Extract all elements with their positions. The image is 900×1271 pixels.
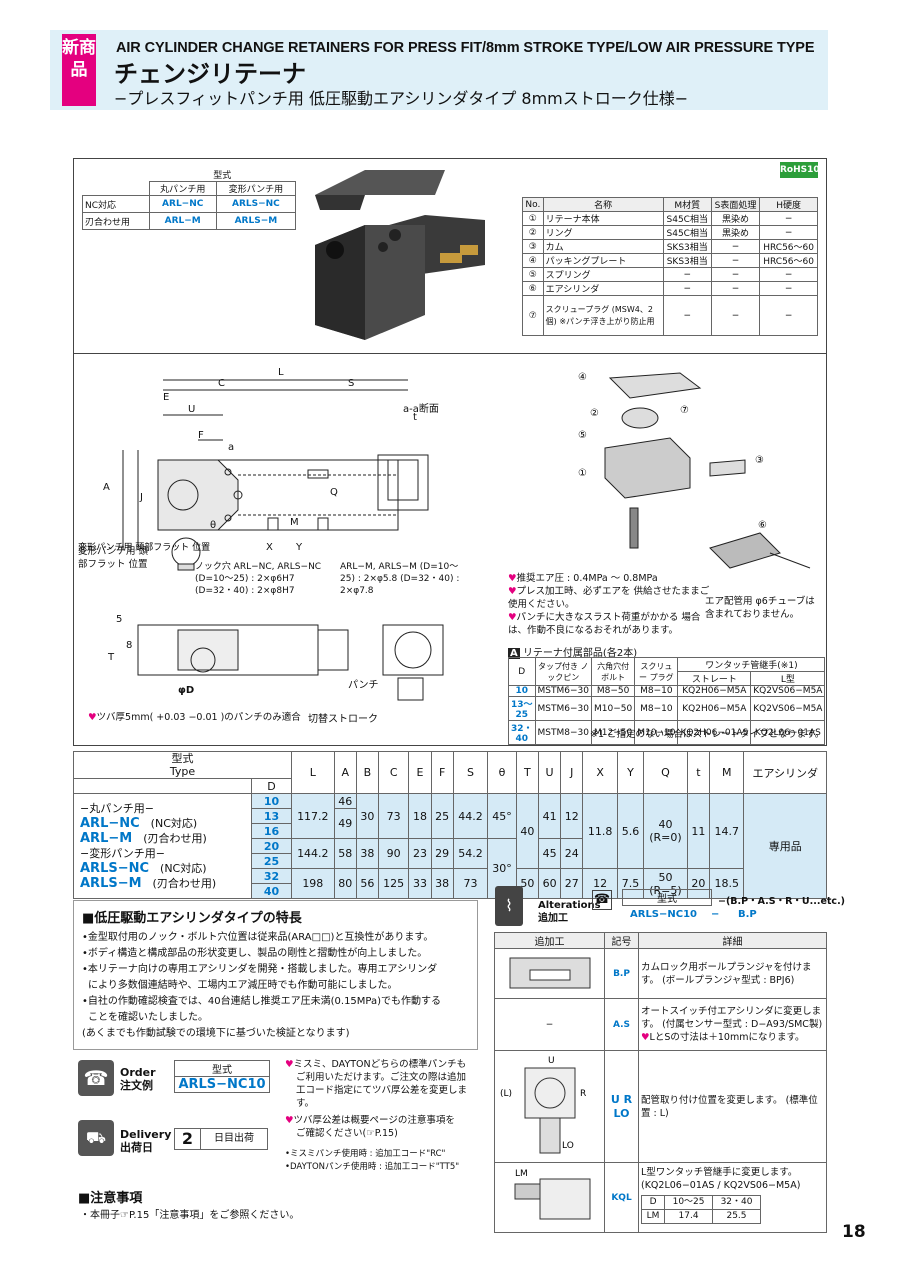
svg-text:U: U (548, 1056, 555, 1066)
svg-text:U: U (188, 404, 195, 415)
alt-example-code: B.P (738, 909, 757, 920)
knock-note-m: ARL−M, ARLS−M (D=10〜25) : 2×φ5.8 (D=32・4… (340, 562, 460, 596)
svg-text:φD: φD (178, 685, 194, 696)
svg-text:LM: LM (515, 1169, 528, 1179)
order-example: 型式 ARLS−NC10 (174, 1060, 270, 1093)
product-photo (315, 170, 485, 340)
svg-text:Y: Y (295, 542, 303, 553)
svg-text:Q: Q (330, 487, 338, 498)
svg-text:8: 8 (126, 640, 132, 651)
svg-text:パンチ: パンチ (348, 679, 379, 691)
svg-text:⑥: ⑥ (758, 520, 767, 531)
tsuba-note: ♥ツバ厚5mm( +0.03 −0.01 )のパンチのみ適合 (88, 712, 301, 723)
svg-text:④: ④ (578, 372, 587, 383)
new-product-badge: 新商品 (62, 34, 96, 106)
kql-drawing: LM (514, 1169, 590, 1220)
svg-text:C: C (218, 378, 225, 389)
svg-text:t: t (413, 412, 417, 423)
svg-text:⑤: ⑤ (578, 430, 587, 441)
svg-text:M: M (290, 517, 299, 528)
drill-icon: ⌇ (495, 886, 523, 926)
title-japanese: チェンジリテーナ (114, 60, 306, 88)
caution-text: ・本冊子☞P.15「注意事項」をご参照ください。 (80, 1210, 300, 1221)
svg-text:LO: LO (562, 1141, 574, 1151)
air-pipe-note: エア配管用 φ6チューブは 含まれておりません。 (705, 596, 815, 620)
truck-icon: ⛟ (78, 1120, 114, 1156)
fittings-note: ※1 ご指定のない場合はストレートタイプとなります。 (590, 729, 825, 740)
delivery-days: 2 日目出荷 (174, 1128, 268, 1150)
phone-icon: ☎ (78, 1060, 114, 1096)
svg-text:S: S (348, 378, 354, 389)
header-banner (50, 30, 828, 110)
svg-text:②: ② (590, 408, 599, 419)
svg-text:J: J (139, 492, 143, 503)
dimension-drawing: L C S U E F a J A θ X Y Q M t a-a断面 T φD… (78, 367, 444, 725)
alt-type-head: 型式 (622, 889, 712, 906)
svg-text:T: T (107, 652, 115, 663)
usage-notes: ♥推奨エア圧 : 0.4MPa 〜 0.8MPa ♥プレス加工時、必ずエアを 供… (508, 573, 710, 636)
url-drawing: U (L) R LO (500, 1056, 586, 1153)
title-english: AIR CYLINDER CHANGE RETAINERS FOR PRESS … (116, 40, 815, 56)
svg-text:a: a (228, 442, 234, 453)
flat-note: 変形パンチ用 頭部フラット 位置 (78, 546, 148, 570)
punch-notes: ♥ミスミ、DAYTONどちらの標準パンチも ご利用いただけます。ご注文の際は追加… (285, 1059, 468, 1172)
svg-text:R: R (580, 1089, 586, 1099)
bp-drawing (509, 957, 590, 989)
svg-text:a-a断面: a-a断面 (403, 402, 439, 415)
caution-title: ■注意事項 (78, 1191, 143, 1206)
knock-note-nc: ノック穴 ARL−NC, ARLS−NC (D=10〜25) : 2×φ6H7 … (195, 562, 322, 596)
svg-text:A: A (103, 482, 110, 493)
phone-small-icon: ☎ (592, 890, 612, 910)
svg-text:変形パンチ用 頭部フラット 位置: 変形パンチ用 頭部フラット 位置 (78, 541, 210, 553)
overview-box (73, 158, 827, 354)
alt-example-type: ARLS−NC10 (630, 909, 698, 920)
rohs-badge: RoHS10 (780, 162, 820, 178)
svg-text:X: X (266, 542, 273, 553)
fittings-title: A リテーナ付属部品(各2本) (508, 648, 638, 659)
svg-text:①: ① (578, 468, 587, 479)
svg-text:E: E (163, 392, 169, 403)
alt-example-sep: − (711, 909, 720, 920)
exploded-view: ④ ②⑤ ① ⑦ ③ ⑥ (578, 372, 811, 569)
svg-text:切替ストローク: 切替ストローク (308, 712, 378, 725)
page-number: 18 (842, 1222, 866, 1242)
svg-text:θ: θ (210, 520, 216, 531)
drawing-box (73, 354, 827, 746)
svg-text:F: F (198, 430, 204, 441)
subtitle: −プレスフィットパンチ用 低圧駆動エアシリンダタイプ 8mmストローク仕様− (114, 89, 689, 108)
svg-text:L: L (278, 367, 284, 378)
alt-codes: −(B.P・A.S・R・U...etc.) (718, 896, 846, 907)
svg-text:⑦: ⑦ (680, 405, 689, 416)
svg-text:5: 5 (116, 614, 122, 625)
features-box: ■低圧駆動エアシリンダタイプの特長 •金型取付用のノック・ボルト穴位置は従来品(… (73, 900, 478, 1050)
svg-text:③: ③ (755, 455, 764, 466)
svg-text:(L): (L) (500, 1089, 512, 1099)
